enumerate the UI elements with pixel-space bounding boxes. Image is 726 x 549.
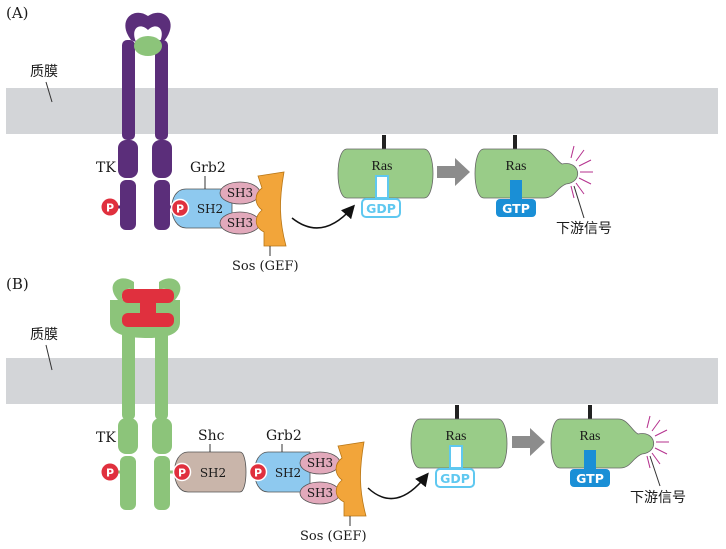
phospho-label-b3: P — [254, 467, 262, 480]
signal-rays-b — [646, 415, 669, 469]
membrane-label-a: 质膜 — [30, 64, 58, 80]
ras-anchor-a2 — [513, 135, 517, 149]
gtp-label-b: GTP — [576, 471, 604, 486]
ras-label-b1: Ras — [446, 429, 467, 444]
gdp-badge-b — [435, 468, 475, 488]
ras-anchor-b2 — [588, 405, 592, 419]
downstream-pointer-a — [573, 185, 585, 219]
shc-label-b: Shc — [198, 428, 225, 444]
ligand-b — [122, 289, 174, 327]
sos-protein-a — [255, 171, 287, 247]
gdp-pocket-a — [375, 175, 389, 199]
gtp-pocket-a — [510, 180, 522, 200]
gtp-badge-b — [570, 469, 610, 487]
phospho-icon-a2 — [170, 198, 190, 218]
sos-protein-b — [335, 441, 367, 517]
panel-a-label: (A) — [6, 4, 29, 22]
ras-active-b — [550, 418, 654, 469]
membrane-pointer-b — [45, 344, 53, 371]
gtp-label-a: GTP — [502, 201, 530, 216]
phospho-icon-b3 — [248, 462, 268, 482]
plasma-membrane-b — [6, 358, 718, 404]
sh3-label-b2: SH3 — [307, 486, 333, 500]
phospho-icon-a1 — [101, 198, 119, 216]
ras-active-a — [474, 148, 578, 199]
activation-arrow-a — [291, 204, 355, 229]
transition-arrow-b — [512, 428, 545, 456]
ligand-a — [134, 36, 162, 56]
membrane-label-b: 质膜 — [30, 327, 58, 343]
grb2-label-a: Grb2 — [190, 160, 226, 176]
grb2-protein-b — [254, 451, 311, 493]
sh2-label-a: SH2 — [197, 202, 223, 216]
gdp-label-a: GDP — [366, 201, 396, 216]
ras-anchor-a1 — [382, 135, 386, 149]
phospho-label-a1: P — [106, 202, 114, 215]
ras-label-b2: Ras — [580, 429, 601, 444]
panel-a: (A) 质膜 TK P P SH2 SH3 SH3 Grb2 — [6, 4, 718, 274]
ras-inactive-a — [337, 148, 434, 199]
ras-label-a1: Ras — [372, 159, 393, 174]
shc-protein-b — [174, 451, 247, 493]
sh3-label-b1: SH3 — [307, 456, 333, 470]
gdp-label-b: GDP — [440, 471, 470, 486]
sh2-label-b: SH2 — [275, 466, 301, 480]
phospho-label-b2: P — [178, 467, 186, 480]
downstream-label-a: 下游信号 — [556, 221, 612, 237]
phospho-label-b1: P — [106, 467, 114, 480]
shc-sh2-label-b: SH2 — [200, 466, 226, 480]
phospho-label-a2: P — [176, 203, 184, 216]
ras-inactive-b — [410, 418, 508, 469]
gdp-pocket-b — [449, 445, 463, 469]
panel-b: (B) 质膜 TK P P SH2 — [6, 275, 718, 544]
sh3-label-a2: SH3 — [227, 216, 253, 230]
grb2-label-b: Grb2 — [266, 428, 302, 444]
activation-arrow-b — [367, 472, 429, 500]
sos-label-a: Sos (GEF) — [232, 259, 299, 274]
tk-label-b: TK — [96, 430, 116, 446]
sh3-label-a1: SH3 — [227, 186, 253, 200]
gtp-badge-a — [496, 199, 536, 217]
gtp-pocket-b — [584, 450, 596, 470]
signal-rays-a — [570, 145, 593, 199]
phospho-icon-b1 — [101, 463, 119, 481]
sos-label-b: Sos (GEF) — [300, 529, 367, 544]
ras-label-a2: Ras — [506, 159, 527, 174]
membrane-pointer-a — [45, 81, 53, 103]
grb2-protein-a — [171, 188, 233, 229]
panel-b-label: (B) — [6, 275, 29, 293]
transition-arrow-a — [437, 158, 470, 186]
tk-label-a: TK — [96, 160, 116, 176]
gdp-badge-a — [361, 198, 401, 218]
downstream-pointer-b — [649, 455, 661, 487]
downstream-label-b: 下游信号 — [630, 490, 686, 506]
plasma-membrane-a — [6, 88, 718, 134]
receptor-tk-a — [117, 12, 176, 230]
ras-anchor-b1 — [455, 405, 459, 419]
phospho-icon-b2 — [172, 462, 192, 482]
